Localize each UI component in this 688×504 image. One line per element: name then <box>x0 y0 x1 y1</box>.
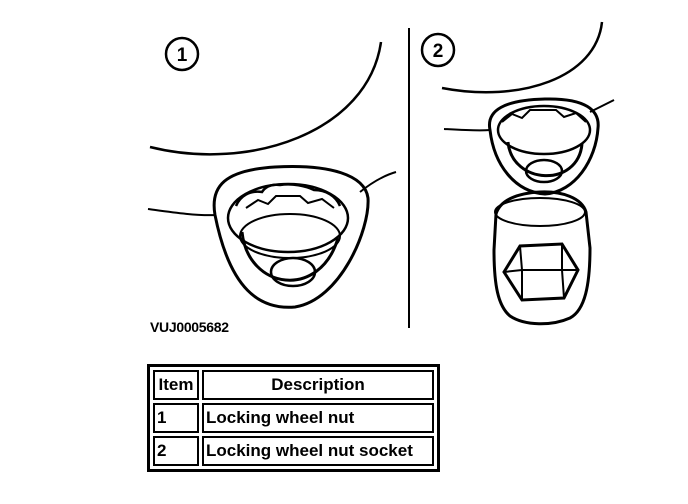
table-header-row: Item Description <box>153 370 434 400</box>
nut-center-bore <box>269 256 317 288</box>
nut-recess <box>212 165 370 309</box>
drawing-reference-number: VUJ0005682 <box>150 319 229 335</box>
table-row: 2 Locking wheel nut socket <box>153 436 434 466</box>
wheel-hub-arc <box>149 41 383 156</box>
table-cell-description: Locking wheel nut socket <box>202 436 434 466</box>
nut-key-inner <box>245 195 335 209</box>
callout-circle-2 <box>420 32 456 68</box>
recess-line-left-2 <box>443 128 491 132</box>
callout-1: 1 <box>177 45 188 66</box>
wheel-hub-arc-2 <box>441 21 604 94</box>
locking-wheel-nut-illustration: 1 2 <box>147 21 615 328</box>
recess-line-left <box>147 208 217 217</box>
socket-top-edge <box>494 197 586 227</box>
table-row: 1 Locking wheel nut <box>153 403 434 433</box>
column-header-item: Item <box>153 370 199 400</box>
panel-1: 1 <box>147 36 397 309</box>
column-header-description: Description <box>202 370 434 400</box>
table-cell-description: Locking wheel nut <box>202 403 434 433</box>
nut-body <box>240 231 340 282</box>
nut-key-pattern <box>234 183 342 207</box>
nut-key-pattern-2 <box>501 109 587 123</box>
panel-2: 2 <box>420 21 615 326</box>
recess-line-right <box>359 171 397 193</box>
table-cell-item: 1 <box>153 403 199 433</box>
parts-table: Item Description 1 Locking wheel nut 2 L… <box>147 364 440 472</box>
socket-hex-inner <box>503 244 578 300</box>
table-cell-item: 2 <box>153 436 199 466</box>
socket-body <box>492 190 592 326</box>
callout-circle-1 <box>164 36 200 72</box>
callout-2: 2 <box>433 41 444 62</box>
nut-body-2 <box>506 141 584 178</box>
nut-center-bore-2 <box>524 158 564 184</box>
socket-hex-drive <box>502 242 580 302</box>
nut-rim-2 <box>496 104 592 156</box>
nut-recess-2 <box>487 97 600 196</box>
